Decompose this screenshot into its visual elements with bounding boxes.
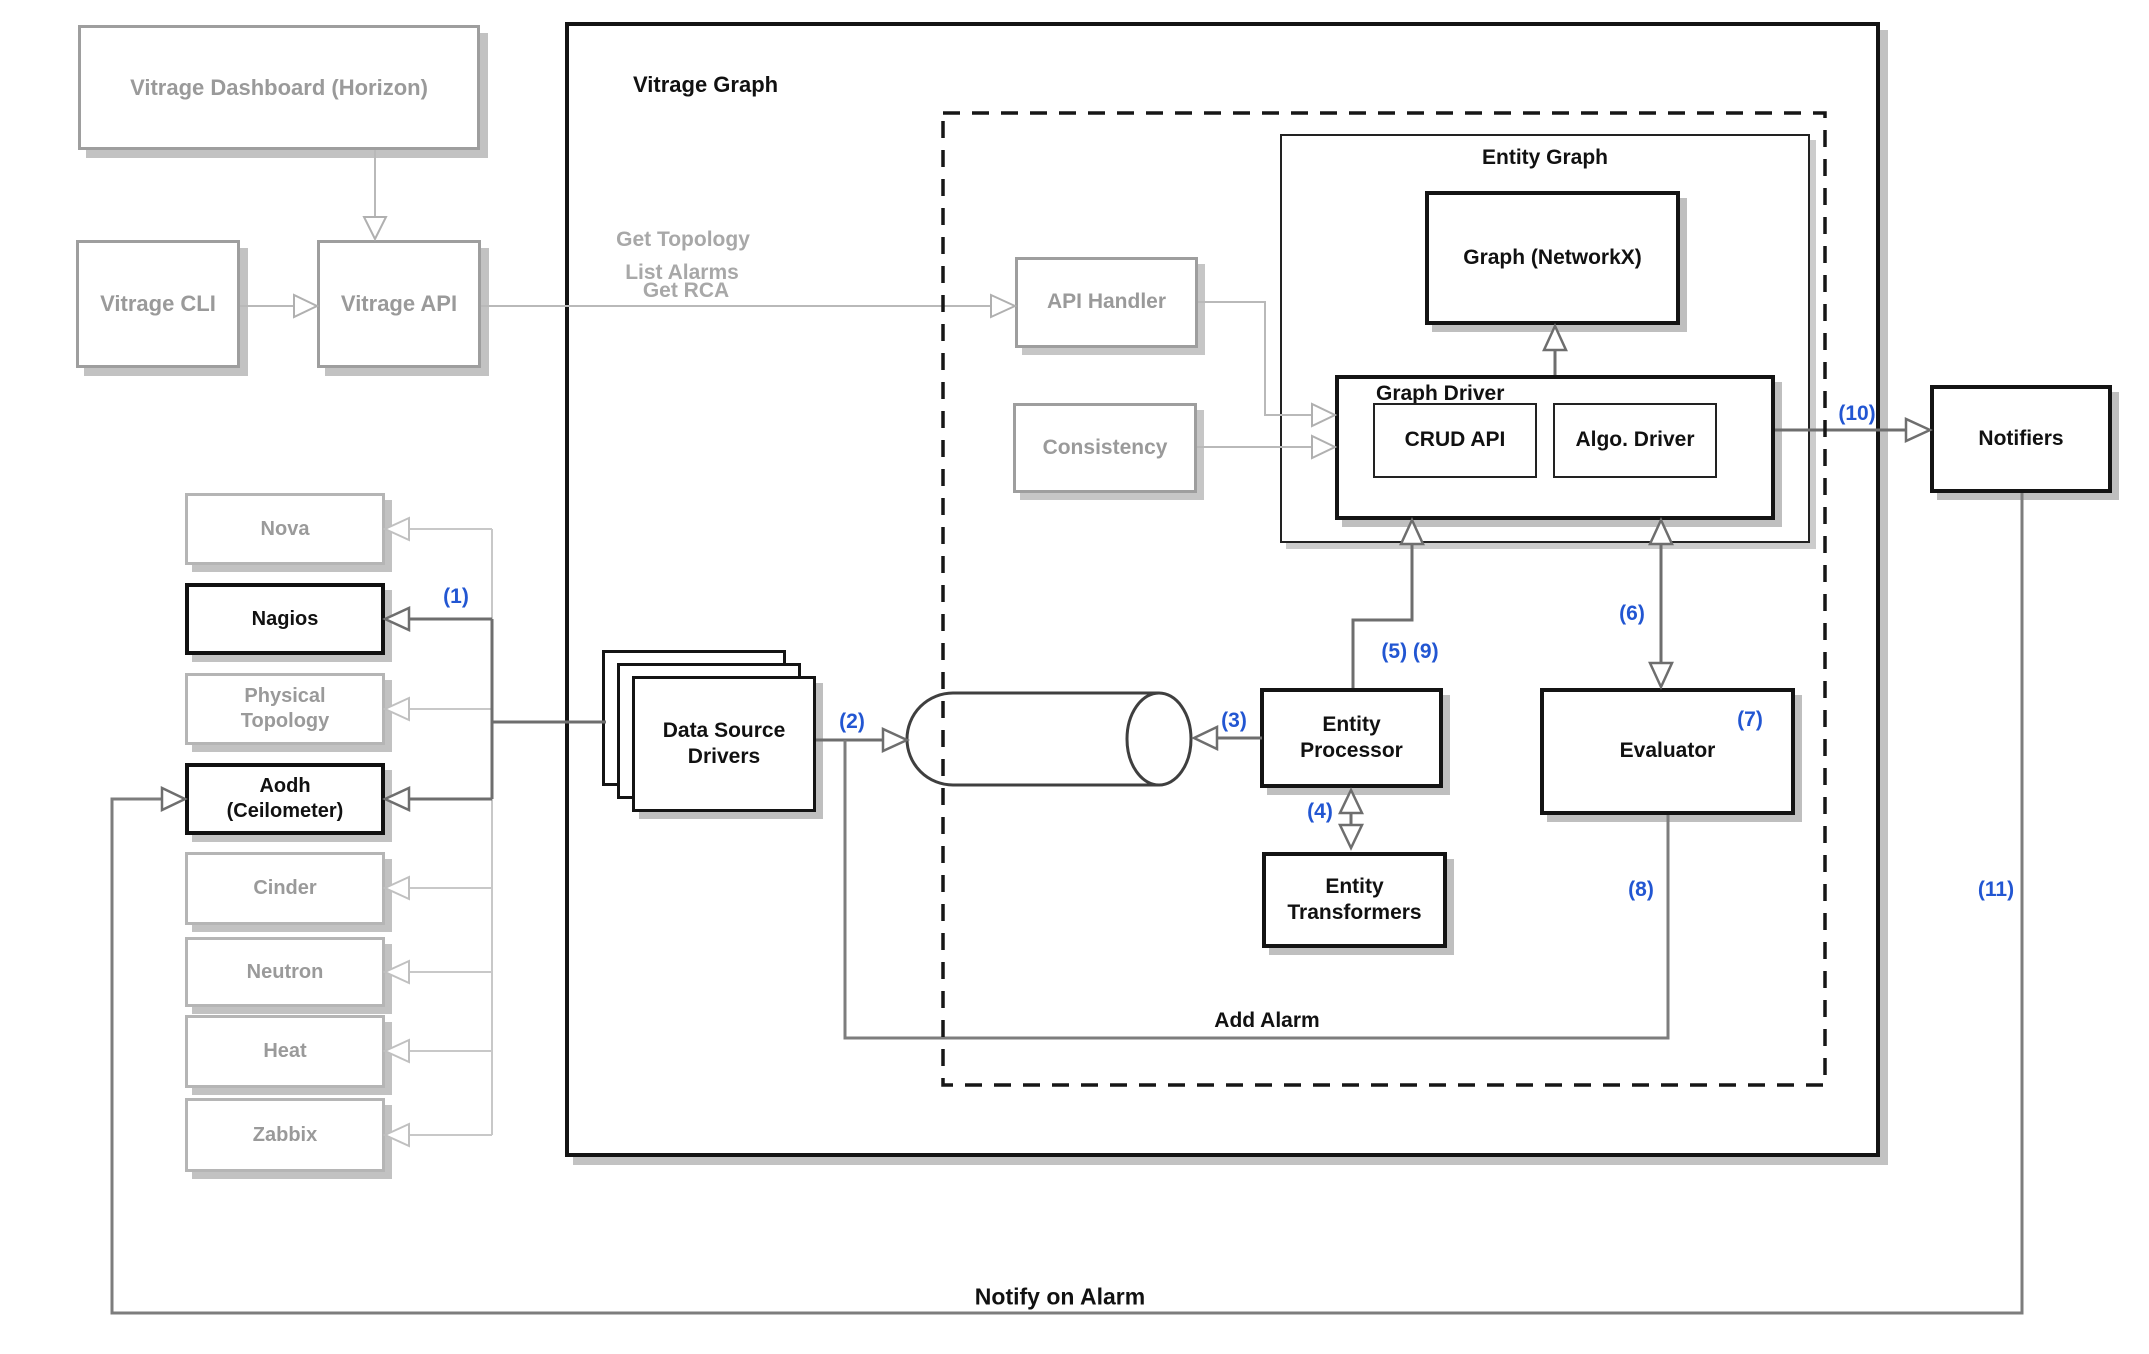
source-arrowheads-light bbox=[382, 516, 410, 1148]
source-box-aodh: Aodh (Ceilometer) bbox=[185, 763, 385, 835]
data-source-drivers-box: Data Source Drivers bbox=[632, 676, 816, 812]
source-trunk-light bbox=[409, 528, 493, 1136]
source-box-physical-topology: Physical Topology bbox=[185, 673, 385, 745]
source-box-zabbix: Zabbix bbox=[185, 1098, 385, 1172]
physical-topology-label: Physical Topology bbox=[240, 685, 330, 732]
step-6-label: (6) bbox=[1619, 602, 1645, 625]
vitrage-api-box: Vitrage API bbox=[317, 240, 481, 368]
source-box-neutron: Neutron bbox=[185, 937, 385, 1007]
data-source-drivers-label: Data Source Drivers bbox=[662, 718, 786, 768]
vitrage-dashboard-box: Vitrage Dashboard (Horizon) bbox=[78, 25, 480, 150]
entity-transformers-box: Entity Transformers bbox=[1262, 852, 1447, 948]
entity-transformers-label: Entity Transformers bbox=[1287, 874, 1422, 924]
step-7-label: (7) bbox=[1737, 708, 1763, 731]
vitrage-cli-box: Vitrage CLI bbox=[76, 240, 240, 368]
crud-api-box: CRUD API bbox=[1373, 403, 1537, 478]
step-3-label: (3) bbox=[1221, 709, 1247, 732]
source-arrowheads-dark bbox=[381, 606, 411, 812]
add-alarm-note: Add Alarm bbox=[1214, 1009, 1320, 1032]
consistency-box: Consistency bbox=[1013, 403, 1197, 493]
get-rca-note: Get RCA bbox=[642, 279, 730, 302]
graph-networkx-box: Graph (NetworkX) bbox=[1425, 191, 1680, 325]
entity-graph-title: Entity Graph bbox=[1481, 146, 1609, 169]
source-box-nova: Nova bbox=[185, 493, 385, 565]
step-4-label: (4) bbox=[1307, 800, 1333, 823]
source-box-cinder: Cinder bbox=[185, 852, 385, 925]
source-box-heat: Heat bbox=[185, 1015, 385, 1088]
api-handler-box: API Handler bbox=[1015, 257, 1198, 348]
list-alarms-note: List Alarms bbox=[625, 261, 739, 284]
step-11-label: (11) bbox=[1977, 878, 2015, 901]
step-10-label: (10) bbox=[1838, 402, 1876, 425]
entity-processor-box: Entity Processor bbox=[1260, 688, 1443, 788]
step-8-label: (8) bbox=[1628, 878, 1654, 901]
get-topology-note: Get Topology bbox=[616, 228, 750, 251]
algo-driver-box: Algo. Driver bbox=[1553, 403, 1717, 478]
vitrage-graph-title: Vitrage Graph bbox=[633, 72, 779, 97]
step-1-label: (1) bbox=[443, 585, 469, 608]
aodh-label: Aodh (Ceilometer) bbox=[226, 775, 344, 822]
notifiers-box: Notifiers bbox=[1930, 385, 2112, 493]
entity-processor-label: Entity Processor bbox=[1300, 712, 1403, 762]
notify-arrowhead bbox=[160, 786, 188, 812]
step-2-label: (2) bbox=[839, 710, 865, 733]
notify-on-alarm-note: Notify on Alarm bbox=[974, 1283, 1146, 1310]
entity-queue-label: Entity Queue bbox=[972, 729, 1102, 752]
step-5-9-label: (5) (9) bbox=[1381, 640, 1439, 663]
source-box-nagios: Nagios bbox=[185, 583, 385, 655]
